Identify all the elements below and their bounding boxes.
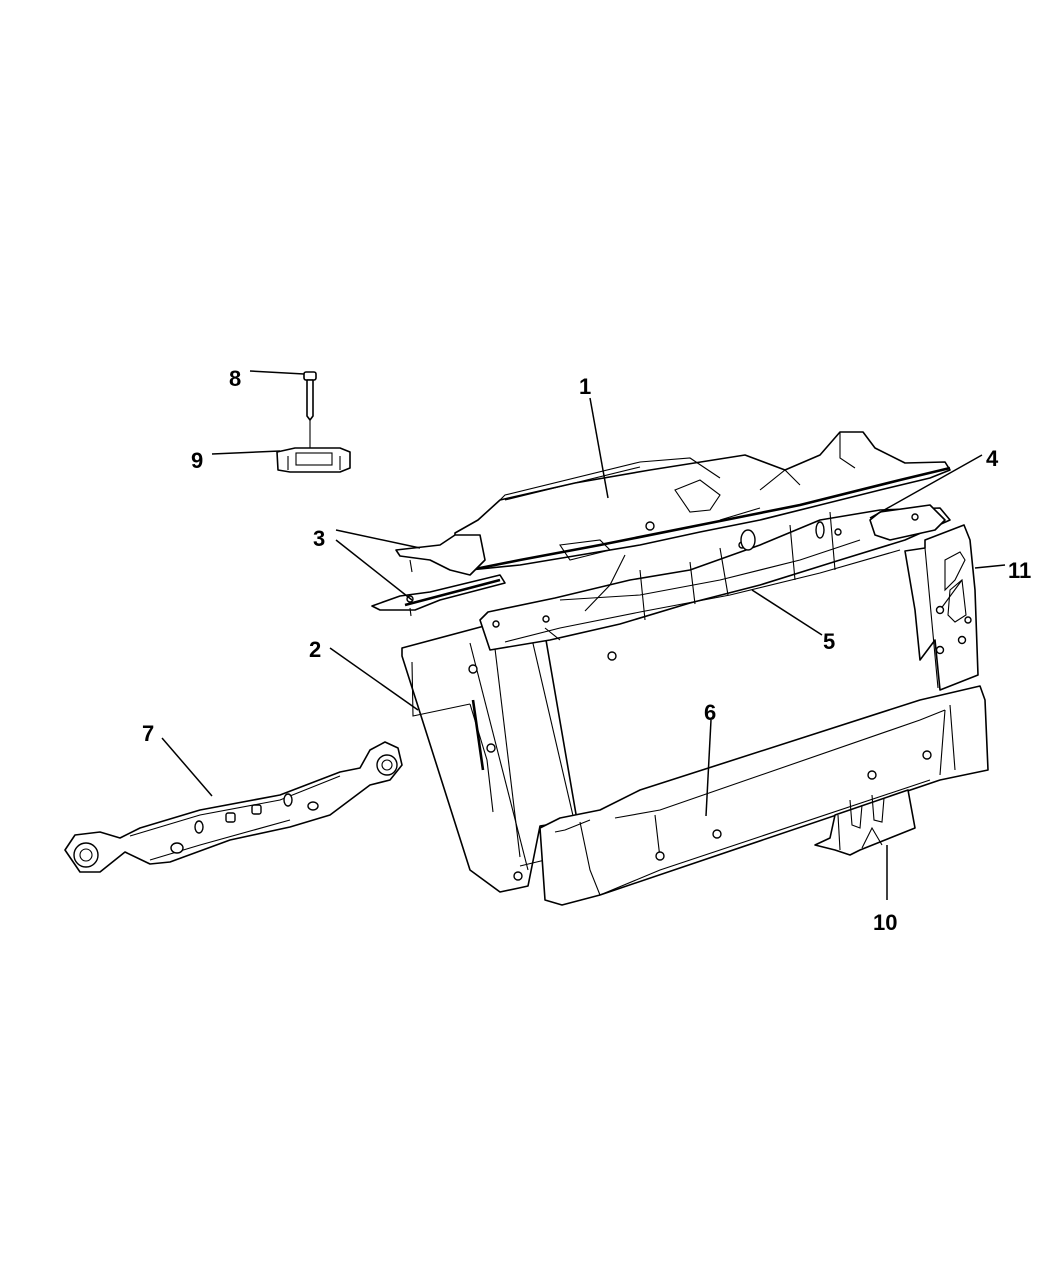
callout-7: 7 xyxy=(142,721,154,746)
part-1-upper-crossmember xyxy=(454,431,951,572)
part-11-right-panel xyxy=(904,524,979,691)
part-7-control-arm xyxy=(64,741,403,873)
part-5-upper-tie-bar xyxy=(479,507,951,661)
callout-5: 5 xyxy=(823,629,835,654)
callout-4: 4 xyxy=(986,446,999,471)
leader-lines xyxy=(161,370,1006,900)
part-10-lower-bracket xyxy=(814,789,916,856)
part-3-brackets xyxy=(371,534,506,617)
callout-8: 8 xyxy=(229,366,241,391)
callout-11: 11 xyxy=(1008,558,1031,583)
callout-2: 2 xyxy=(309,637,321,662)
callout-9: 9 xyxy=(191,448,203,473)
part-8-bolt xyxy=(303,371,317,450)
part-2-left-panel xyxy=(401,621,578,893)
part-9-retainer xyxy=(276,447,351,473)
callout-1: 1 xyxy=(579,374,591,399)
callout-3: 3 xyxy=(313,526,325,551)
callout-10: 10 xyxy=(873,910,897,935)
part-6-lower-crossmember xyxy=(539,685,989,906)
callouts: 1 2 3 4 5 6 7 8 9 10 11 xyxy=(142,366,1031,935)
part-4-right-bracket xyxy=(869,504,946,541)
callout-6: 6 xyxy=(704,700,716,725)
